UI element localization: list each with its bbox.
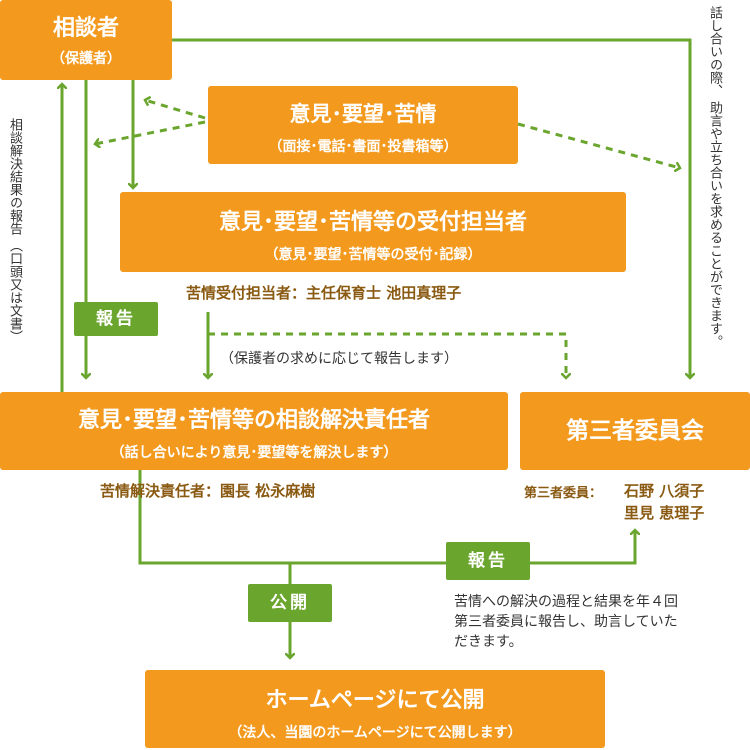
reception-title: 意見･要望･苦情等の受付担当者	[218, 210, 527, 235]
annual-report-line-1: 苦情への解決の過程と結果を年４回	[454, 594, 678, 610]
arrow-resolver-to-committee	[138, 470, 635, 565]
opinion-title: 意見･要望･苦情	[289, 102, 437, 126]
annual-report-note: 苦情への解決の過程と結果を年４回 第三者委員に報告し、助言していた だきます。	[454, 592, 750, 652]
resolver-subtitle: （話し合いにより意見･要望等を解決します）	[110, 445, 398, 461]
reception-box: 意見･要望･苦情等の受付担当者 （意見･要望･苦情等の受付･記録）	[120, 192, 626, 272]
consultant-box: 相談者 （保護者）	[0, 0, 172, 80]
annual-report-line-2: 第三者委員に報告し、助言していた	[454, 614, 678, 630]
dashed-opinion-to-consultant-1	[145, 100, 206, 120]
resolver-person: 苦情解決責任者：園長 松永麻樹	[100, 482, 316, 500]
annual-report-line-3: だきます。	[454, 634, 523, 650]
left-vertical-note: 相談解決結果の報告 （口頭又は文書）	[6, 118, 22, 388]
opinion-subtitle: （面接･電話･書面･投書箱等）	[268, 139, 458, 155]
dashed-reception-to-committee	[208, 332, 566, 378]
left-vertical-line-1: 相談解決結果の報告	[7, 118, 22, 235]
left-vertical-line-2: （口頭又は文書）	[7, 239, 22, 344]
committee-member-1: 石野 八須子	[624, 482, 705, 500]
dashed-opinion-to-committee	[517, 122, 680, 168]
right-vertical-line-2: 助言や立ち合いを求めることができます。	[707, 101, 722, 349]
right-vertical-note: 話し合いの際、 助言や立ち合いを求めることができます。	[706, 6, 722, 361]
resolver-box: 意見･要望･苦情等の相談解決責任者 （話し合いにより意見･要望等を解決します）	[0, 392, 508, 470]
reception-person: 苦情受付担当者：主任保育士 池田真理子	[186, 284, 462, 302]
homepage-subtitle: （法人、当園のホームページにて公開します）	[228, 725, 522, 741]
homepage-box: ホームページにて公開 （法人、当園のホームページにて公開します）	[145, 670, 605, 748]
committee-member-label: 第三者委員：	[524, 486, 603, 501]
consultant-subtitle: （保護者）	[51, 51, 121, 67]
arrow-consultant-to-committee	[172, 38, 690, 378]
publish-label: 公開	[248, 584, 332, 622]
reception-subtitle: （意見･要望･苦情等の受付･記録）	[264, 247, 482, 263]
resolver-title: 意見･要望･苦情等の相談解決責任者	[77, 408, 430, 433]
report-label-left: 報告	[74, 302, 158, 336]
committee-title: 第三者委員会	[566, 418, 704, 444]
dashed-opinion-to-consultant-2	[95, 120, 206, 144]
guardian-request-note: （保護者の求めに応じて報告します）	[220, 351, 458, 367]
report-label-bottom: 報告	[446, 542, 530, 580]
right-vertical-line-1: 話し合いの際、	[707, 6, 722, 97]
committee-member-2: 里見 恵理子	[624, 504, 705, 522]
committee-box: 第三者委員会	[520, 392, 750, 470]
consultant-title: 相談者	[52, 16, 119, 41]
opinion-box: 意見･要望･苦情 （面接･電話･書面･投書箱等）	[208, 86, 518, 164]
homepage-title: ホームページにて公開	[265, 688, 485, 713]
